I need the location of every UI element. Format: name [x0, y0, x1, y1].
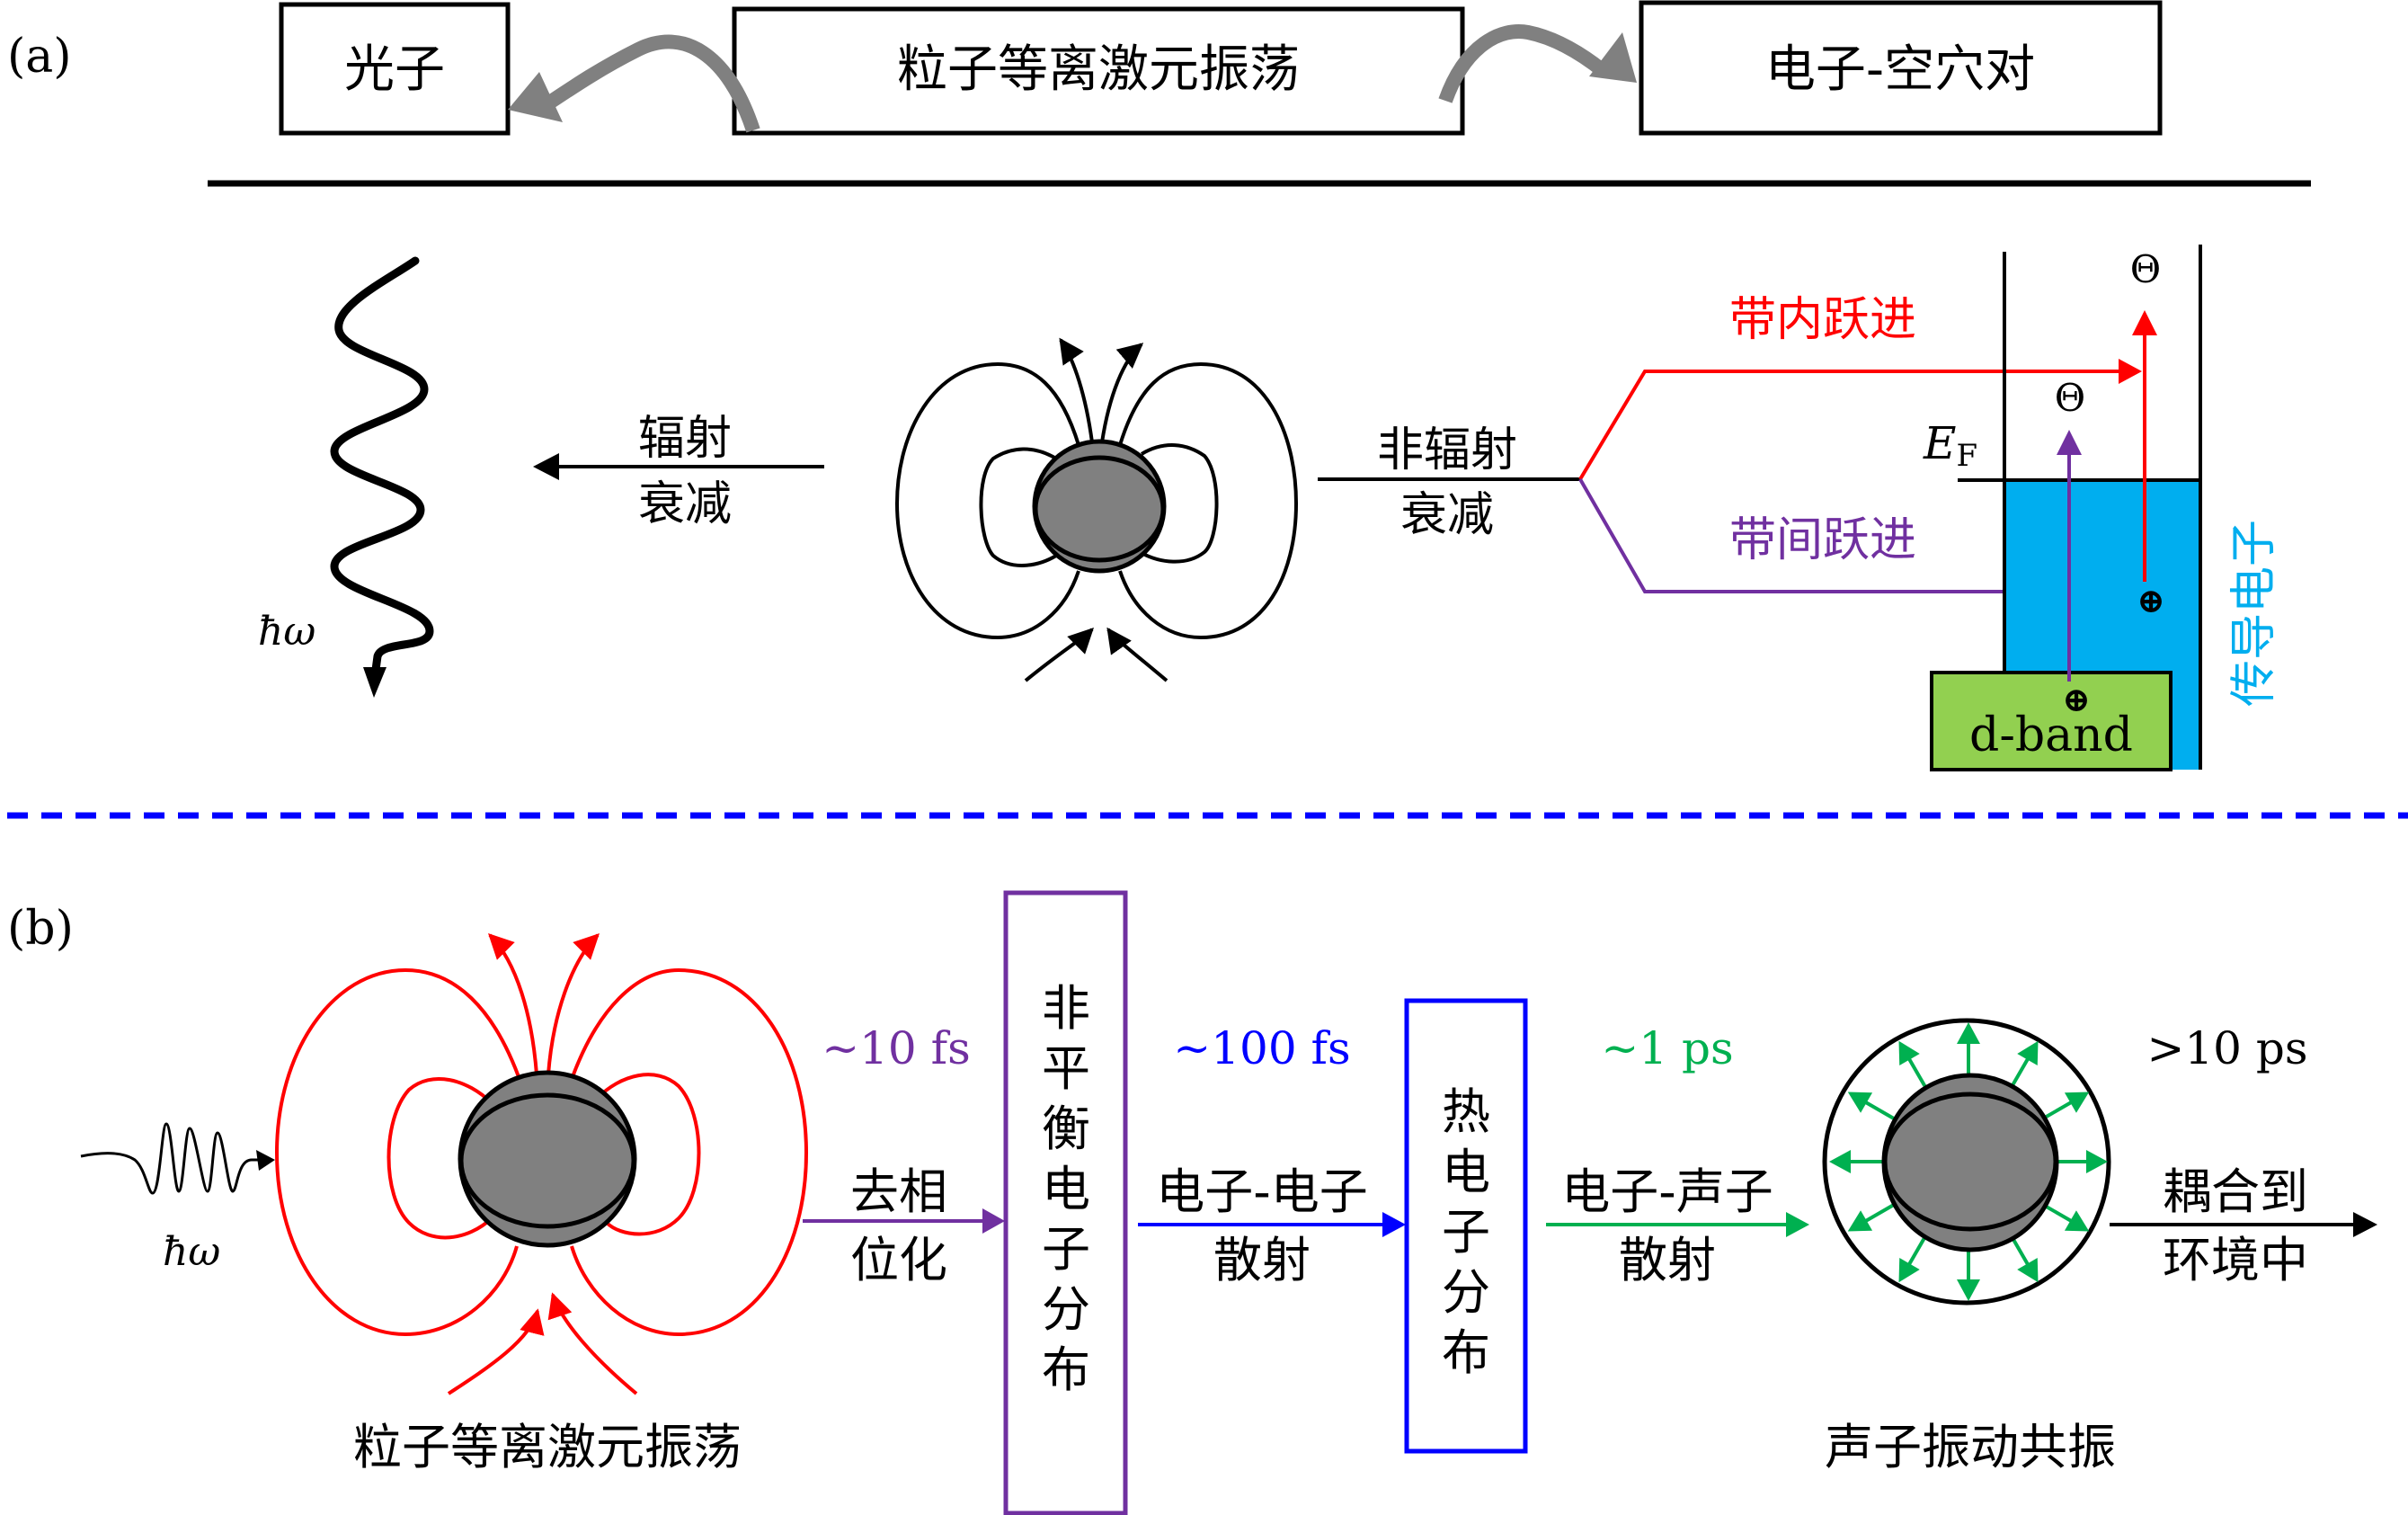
interband-transition-label: 带间跃进: [1729, 513, 1916, 567]
fermi-level-label: EF: [1923, 417, 1977, 474]
phonon-arrow-head: [1898, 1040, 1920, 1066]
photon-energy-label: ħω: [258, 609, 315, 655]
step4-label-line2: 环境中: [2163, 1232, 2308, 1288]
dephasing-arrow: [803, 1208, 1005, 1234]
vertical-char: 子: [1042, 1221, 1090, 1278]
d-band-label: d-band: [1969, 708, 2133, 762]
curved-arrow-to-photon: [508, 34, 760, 133]
incident-photon-wave-icon: [80, 1122, 275, 1195]
step1-label-line1: 去相: [850, 1163, 947, 1220]
vertical-char: 分: [1042, 1281, 1090, 1338]
d-band-box: [1930, 671, 2173, 771]
step3-label-line1: 电子-声子: [1561, 1163, 1773, 1220]
intraband-transition-label: 带内跃进: [1729, 293, 1916, 347]
nanoparticle-a: [1032, 439, 1167, 574]
plasmon-dipole-b: [274, 933, 809, 1395]
radiative-label-line1: 辐射: [638, 412, 732, 466]
vertical-char: 布: [1442, 1324, 1490, 1381]
phonon-arrow-shaft: [2009, 1056, 2031, 1089]
vertical-char: 非: [1042, 980, 1090, 1037]
phonon-arrow-head: [1898, 1257, 1920, 1283]
hole-symbol-conduction: ⊕: [2137, 580, 2165, 620]
electron-electron-scattering-arrow: [1138, 1212, 1406, 1237]
phonon-arrow-head: [1829, 1150, 1851, 1173]
radiative-decay-arrow: [533, 453, 824, 480]
phonon-arrow-shaft: [1906, 1234, 1928, 1268]
nonradiative-label-line1: 非辐射: [1377, 423, 1517, 477]
phonon-arrow-head: [1847, 1092, 1873, 1113]
fermi-level-label-sub: F: [1957, 438, 1978, 474]
photon-wave-icon: [330, 256, 434, 698]
header-electron-hole-box: 电子-空穴对: [1639, 0, 2163, 136]
incident-photon-label: ħω: [163, 1229, 220, 1275]
vertical-char: 布: [1042, 1341, 1090, 1398]
phonon-arrow-head: [2017, 1257, 2039, 1283]
step1-label-line2: 位化: [850, 1232, 947, 1288]
phonon-caption: 声子振动共振: [1825, 1419, 2116, 1475]
phonon-arrow-head: [1957, 1022, 1980, 1044]
phonon-arrow-head: [1957, 1279, 1980, 1301]
step3-time-label: ~1 ps: [1601, 1022, 1733, 1074]
phonon-arrow-shaft: [1906, 1056, 1928, 1089]
nanoparticle-b: [458, 1070, 637, 1248]
nonradiative-label-line2: 衰减: [1400, 488, 1494, 542]
step2-label-line1: 电子-电子: [1156, 1163, 1368, 1220]
vertical-char: 电: [1042, 1161, 1090, 1217]
vertical-char: 平: [1042, 1040, 1090, 1097]
fermi-level-label-main: E: [1923, 417, 1957, 469]
band-diagram: d-band Θ Θ ⊕ ⊕ EF 传导电子: [1923, 245, 2281, 771]
panel-a-label: (a): [7, 30, 72, 84]
step3-label-line2: 散射: [1619, 1232, 1716, 1288]
phonon-vibration-particle: [1822, 1018, 2111, 1306]
panel-b-label: (b): [7, 902, 74, 956]
phonon-arrow-head: [2086, 1150, 2108, 1173]
plasmon-dipole-a: [894, 337, 1299, 682]
phonon-arrow-shaft: [2041, 1202, 2075, 1225]
phonon-expansion-arrows: [1829, 1022, 2108, 1301]
header-plasmon-box: 粒子等离激元振荡: [732, 6, 1465, 136]
nonradiative-decay-branch: [1318, 359, 2142, 604]
step4-label-line1: 耦合到: [2163, 1163, 2308, 1220]
phonon-arrow-head: [2017, 1040, 2039, 1066]
phonon-arrow-shaft: [1862, 1099, 1896, 1121]
phonon-arrow-head: [2064, 1210, 2090, 1232]
conduction-electron-label: 传导电子: [2227, 520, 2281, 707]
phonon-arrow-head: [1847, 1210, 1873, 1232]
phonon-arrow-head: [2064, 1092, 2090, 1113]
header-plasmon-label: 粒子等离激元振荡: [897, 40, 1300, 99]
curved-arrow-to-electron-hole: [1438, 24, 1637, 103]
plasmon-caption: 粒子等离激元振荡: [353, 1419, 742, 1475]
radiative-label-line2: 衰减: [638, 477, 732, 531]
step2-label-line2: 散射: [1213, 1232, 1311, 1288]
environment-coupling-arrow: [2110, 1212, 2377, 1237]
vertical-char: 热: [1442, 1083, 1490, 1140]
panel-b: (b) ħω 粒子等离激元振荡 ~10 fs 去相: [7, 890, 2377, 1515]
step2-time-label: ~100 fs: [1173, 1022, 1350, 1074]
header-electron-hole-label: 电子-空穴对: [1765, 40, 2035, 99]
header-photon-box: 光子: [279, 2, 511, 136]
panel-a: (a) 光子 粒子等离激元振荡 电子-空穴对 ħω: [7, 0, 2311, 771]
header-photon-label: 光子: [344, 40, 445, 99]
step4-time-label: >10 ps: [2146, 1022, 2307, 1074]
hole-symbol-dband: ⊕: [2062, 679, 2091, 719]
vertical-char: 衡: [1042, 1101, 1090, 1157]
electron-symbol-lower: Θ: [2055, 376, 2085, 420]
electron-phonon-scattering-arrow: [1546, 1212, 1809, 1237]
phonon-arrow-shaft: [1862, 1202, 1896, 1225]
phonon-arrow-shaft: [2009, 1234, 2031, 1268]
step1-time-label: ~10 fs: [822, 1022, 971, 1074]
vertical-char: 电: [1442, 1144, 1490, 1200]
electron-symbol-upper: Θ: [2130, 247, 2161, 291]
vertical-char: 分: [1442, 1264, 1490, 1321]
vertical-char: 子: [1442, 1204, 1490, 1261]
phonon-arrow-shaft: [2041, 1099, 2075, 1121]
